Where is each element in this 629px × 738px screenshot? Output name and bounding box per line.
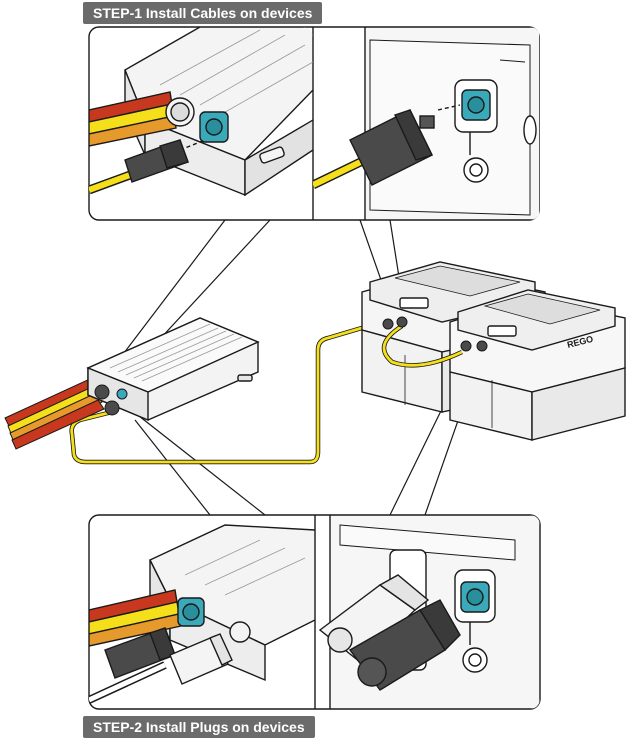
battery-plugs: [382, 316, 488, 352]
charger-wires: [4, 377, 105, 450]
panel-charger-closeup-step1: [88, 26, 540, 221]
link-cable: [382, 324, 463, 367]
step-1-label: STEP-1 Install Cables on devices: [83, 2, 323, 24]
panel-charger-closeup-step2: [88, 514, 541, 710]
battery-right: [449, 289, 626, 441]
charger-connectors: [94, 384, 128, 416]
step-2-label: STEP-2 Install Plugs on devices: [83, 716, 315, 738]
main-cable: [70, 320, 383, 464]
